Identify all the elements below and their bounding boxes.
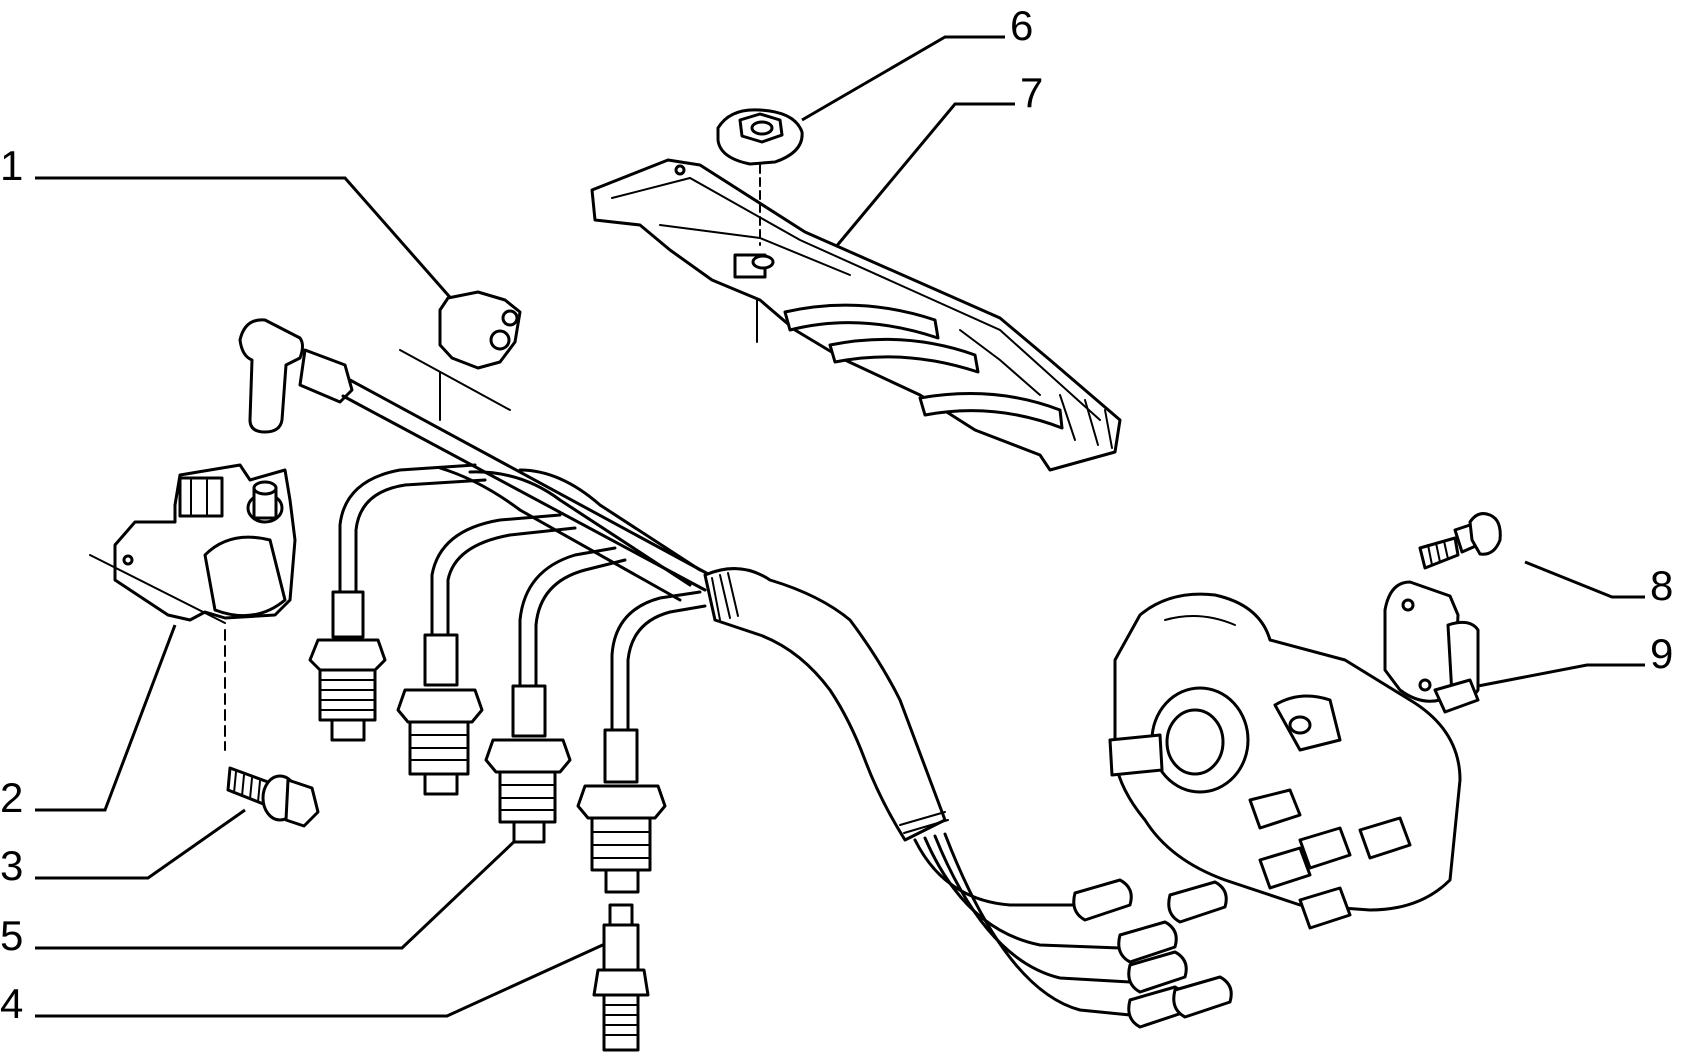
distributor-assembly [1072, 592, 1462, 1029]
spark-plug-lead-1 [308, 463, 487, 742]
callout-number-8: 8 [1650, 562, 1673, 609]
coil-lead-boot [238, 318, 354, 434]
distributor-leads [913, 832, 1132, 1017]
part-4-spark-plug [592, 903, 650, 1052]
callout-number-3: 3 [0, 842, 23, 889]
callout-number-2: 2 [0, 774, 23, 821]
leader-line-9 [1477, 663, 1645, 688]
callout-number-6: 6 [1010, 2, 1033, 49]
leader-line-1 [35, 176, 472, 321]
part-2-ignition-coil [89, 463, 297, 751]
leader-line-8 [1524, 560, 1645, 599]
part-7-cable-cover-bracket [590, 158, 1122, 472]
leader-lines [35, 35, 1645, 1018]
spark-plug-lead-4 [576, 590, 707, 894]
callout-number-9: 9 [1650, 630, 1673, 677]
harness-sleeve [703, 567, 949, 842]
spark-plug-lead-2 [396, 513, 577, 796]
part-6-nut [716, 108, 804, 246]
leader-line-7 [833, 102, 1015, 249]
part-1-cable-clip [399, 290, 522, 421]
main-cable-bundle [341, 378, 712, 602]
callout-number-1: 1 [0, 142, 23, 189]
callout-number-4: 4 [0, 980, 23, 1027]
callout-number-5: 5 [0, 912, 23, 959]
part-3-bolt [226, 766, 320, 828]
part-9-sensor [1383, 580, 1480, 714]
leader-line-3 [35, 808, 246, 880]
leader-line-4 [35, 936, 619, 1018]
part-8-screw [1418, 512, 1502, 570]
leader-line-5 [35, 836, 520, 950]
leader-line-2 [35, 624, 177, 812]
callout-number-7: 7 [1020, 69, 1043, 116]
spark-plug-lead-3 [484, 546, 627, 844]
leader-line-6 [801, 35, 1005, 122]
